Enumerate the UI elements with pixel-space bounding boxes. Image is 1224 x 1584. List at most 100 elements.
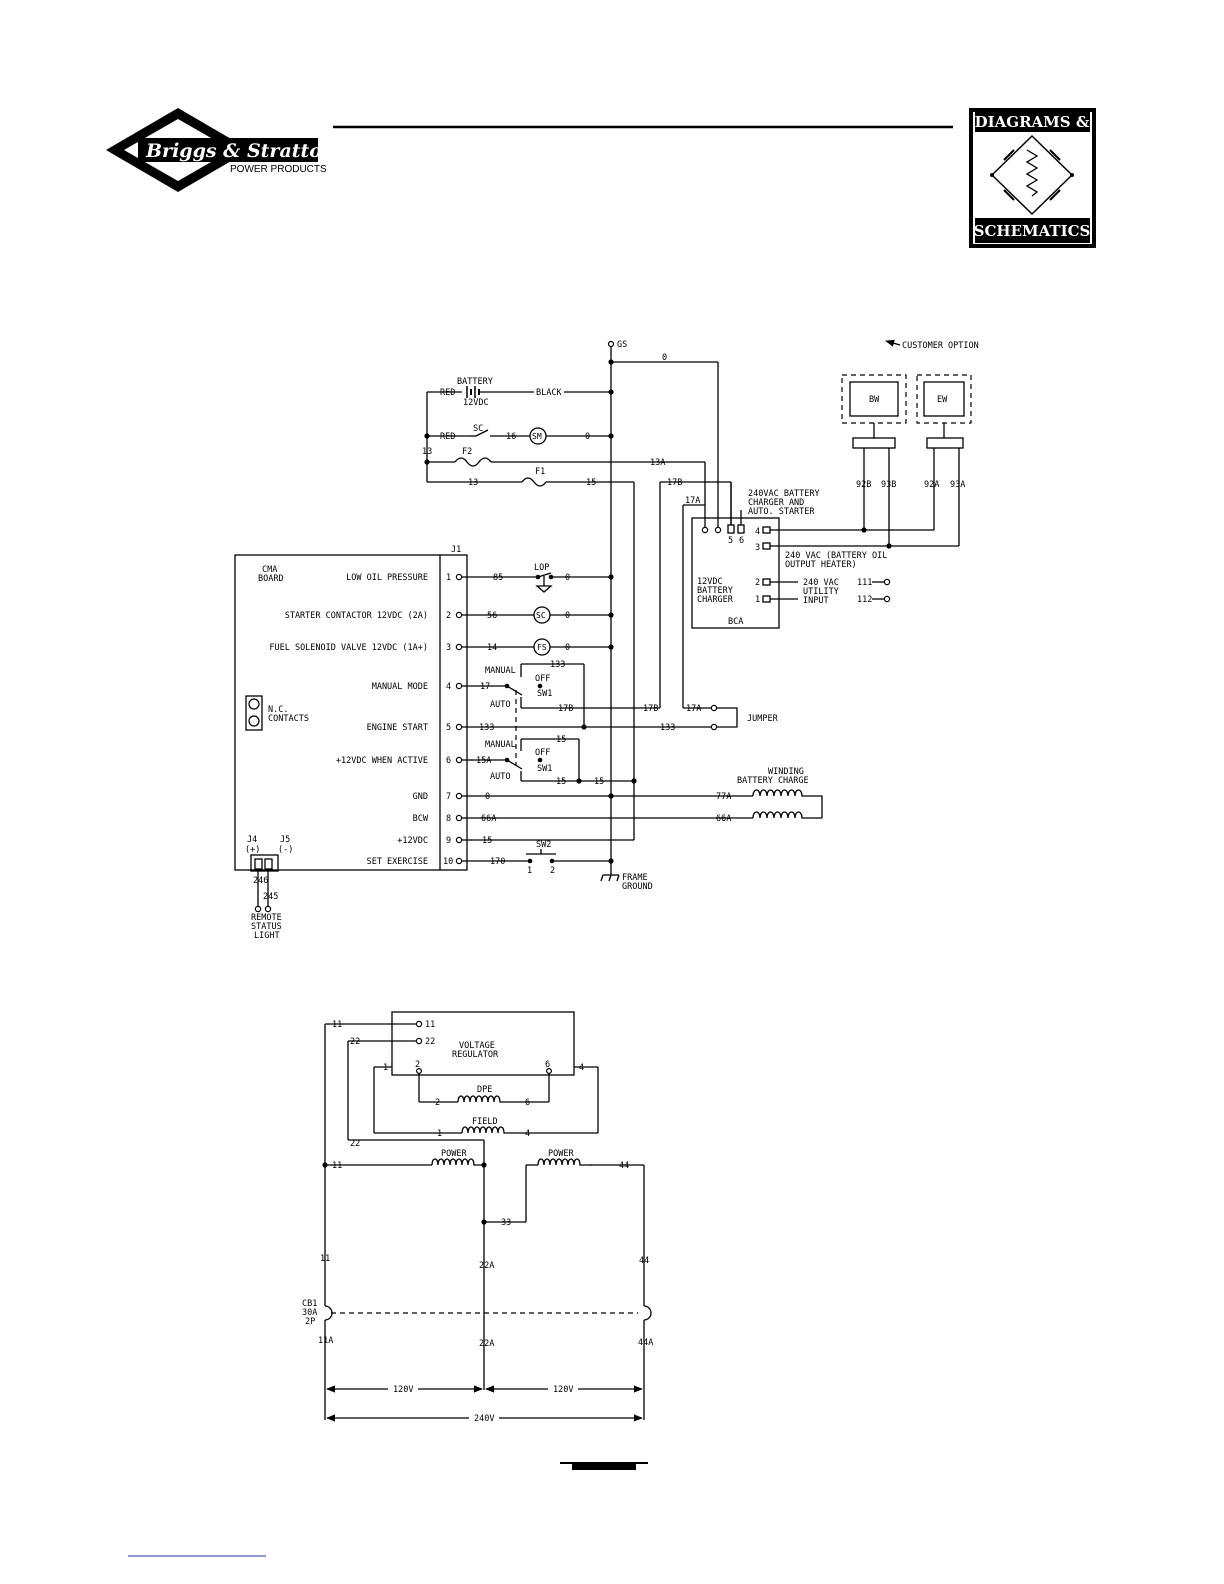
j1-pin-9: 9 (446, 836, 451, 846)
j1-pin-8: 8 (446, 814, 451, 824)
nc-contacts: N.C. CONTACTS (245, 695, 309, 731)
wire-66a-right: 66A (716, 814, 731, 824)
bca-inner-2: BATTERY (697, 586, 733, 596)
wire-15a-label: 15A (476, 756, 491, 766)
j1-label-5: ENGINE START (367, 723, 428, 733)
battery-icon (466, 386, 480, 398)
bca-output-2: OUTPUT HEATER) (785, 560, 857, 570)
wire-17a-jumper: 17A (686, 704, 701, 714)
bca-output-1: 240 VAC (BATTERY OIL (785, 551, 887, 561)
wire-44a-label: 44A (638, 1338, 653, 1348)
wire-92a-label: 92A (924, 480, 939, 490)
field-winding (461, 1126, 518, 1134)
wire-44-top: 44 (619, 1161, 629, 1171)
fuse-f1-icon (521, 477, 547, 487)
wire-93a-label: 93A (950, 480, 965, 490)
bca-box (691, 517, 780, 629)
frame-ground-icon (600, 874, 620, 882)
wire-13-label-2: 13 (468, 478, 478, 488)
sw1-label-2: SW1 (537, 764, 552, 774)
vr-terminal-11: 11 (425, 1020, 435, 1030)
wire-133-label: 133 (479, 723, 494, 733)
wire-246-label: 246 (253, 876, 268, 886)
bw-label: BW (869, 395, 880, 405)
fs-label: FS (537, 643, 547, 652)
vr-label-2: REGULATOR (452, 1050, 499, 1060)
wire-17-label: 17 (480, 682, 490, 692)
j4-sign: (+) (245, 845, 260, 855)
j5-label: J5 (280, 835, 290, 845)
power-winding-2 (537, 1158, 592, 1166)
vr-terminal-22: 22 (425, 1037, 435, 1047)
control-schematic: GS 0 RED BATTERY 12VDC BLACK RED SC 16 S… (234, 339, 979, 941)
vr-terminal-2: 2 (415, 1060, 420, 1070)
remote-status-light-2: STATUS (251, 922, 282, 932)
sm-label: SM (532, 432, 542, 441)
remote-status-light-3: LIGHT (254, 931, 280, 941)
f1-label: F1 (535, 467, 545, 477)
wire-11a-label: 11A (318, 1336, 333, 1346)
wire-15-bottom: 15 (556, 777, 566, 787)
wire-11-bus: 11 (320, 1254, 330, 1264)
bca-terminal-2: 2 (755, 578, 760, 588)
red-label-2: RED (440, 432, 455, 442)
cb1-pole-1 (324, 1305, 333, 1321)
off-label-1: OFF (535, 674, 550, 684)
wire-15-pin9: 15 (482, 836, 492, 846)
wire-66a-label: 66A (481, 814, 496, 824)
wire-133-right: 133 (660, 723, 675, 733)
j1-label-1: LOW OIL PRESSURE (346, 573, 428, 583)
field-terminal-4: 4 (525, 1129, 530, 1139)
bca-terminal-5: 5 (728, 536, 733, 546)
sw2-terminal-1: 1 (527, 866, 532, 876)
bca-title-1: 240VAC BATTERY (748, 489, 820, 499)
bca-input-3: INPUT (803, 596, 829, 606)
vr-field-1: 1 (383, 1063, 388, 1073)
ew-label: EW (937, 395, 948, 405)
j1-label-7: GND (413, 792, 428, 802)
wire-17b-vert: 17B (643, 704, 658, 714)
bridge-rectifier-icon (990, 134, 1074, 216)
wire-92b-label: 92B (856, 480, 871, 490)
page-number-block (572, 1464, 636, 1470)
voltage-regulator (391, 1011, 575, 1076)
wire-44-bus: 44 (639, 1256, 649, 1266)
bca-terminal-6: 6 (739, 536, 744, 546)
wire-245-label: 245 (263, 892, 278, 902)
bca-label: BCA (728, 617, 743, 627)
briggs-stratton-logo: Briggs & Stratton POWER PRODUCTS (106, 108, 336, 192)
j1-pin-5: 5 (446, 723, 451, 733)
wire-17a-label: 17A (685, 496, 700, 506)
dpe-label: DPE (477, 1085, 492, 1095)
wire-13a-label: 13A (650, 458, 665, 468)
frame-ground-label-1: FRAME (622, 873, 648, 883)
bca-title-3: AUTO. STARTER (748, 507, 815, 517)
wire-11-top: 11 (332, 1020, 342, 1030)
j1-label-2: STARTER CONTACTOR 12VDC (2A) (285, 611, 428, 621)
fuse-f2-icon (454, 457, 492, 467)
badge-bottom-text: SCHEMATICS (974, 222, 1091, 240)
bca-terminal-4: 4 (755, 527, 760, 537)
red-label: RED (440, 388, 455, 398)
ac-schematic: VOLTAGE REGULATOR 11 11 22 22 22 2 6 2 D… (302, 1011, 653, 1424)
sc-contact-label: SC (473, 424, 483, 434)
power-label-1: POWER (441, 1149, 467, 1159)
j1-label-3: FUEL SOLENOID VALVE 12VDC (1A+) (269, 643, 428, 653)
bca-inner-3: CHARGER (697, 595, 734, 605)
wire-15-right: 15 (594, 777, 604, 787)
j1-pin-6: 6 (446, 756, 451, 766)
wire-0-label-2: 0 (585, 432, 590, 442)
wire-22a-bottom: 22A (479, 1339, 494, 1349)
bw-box (849, 381, 899, 417)
wire-14-label: 14 (487, 643, 497, 653)
winding-label-1: WINDING (768, 767, 804, 777)
frame-ground-label-2: GROUND (622, 882, 653, 892)
vr-field-4: 4 (579, 1063, 584, 1073)
wire-133-top: 133 (550, 660, 565, 670)
bca-title-2: CHARGER AND (748, 498, 804, 508)
sc-coil-label: SC (536, 611, 546, 620)
dpe-terminal-6: 6 (525, 1098, 530, 1108)
cma-label-1: CMA (262, 565, 277, 575)
brand-name: Briggs & Stratton (145, 140, 336, 162)
wire-17b-sw: 17B (558, 704, 573, 714)
